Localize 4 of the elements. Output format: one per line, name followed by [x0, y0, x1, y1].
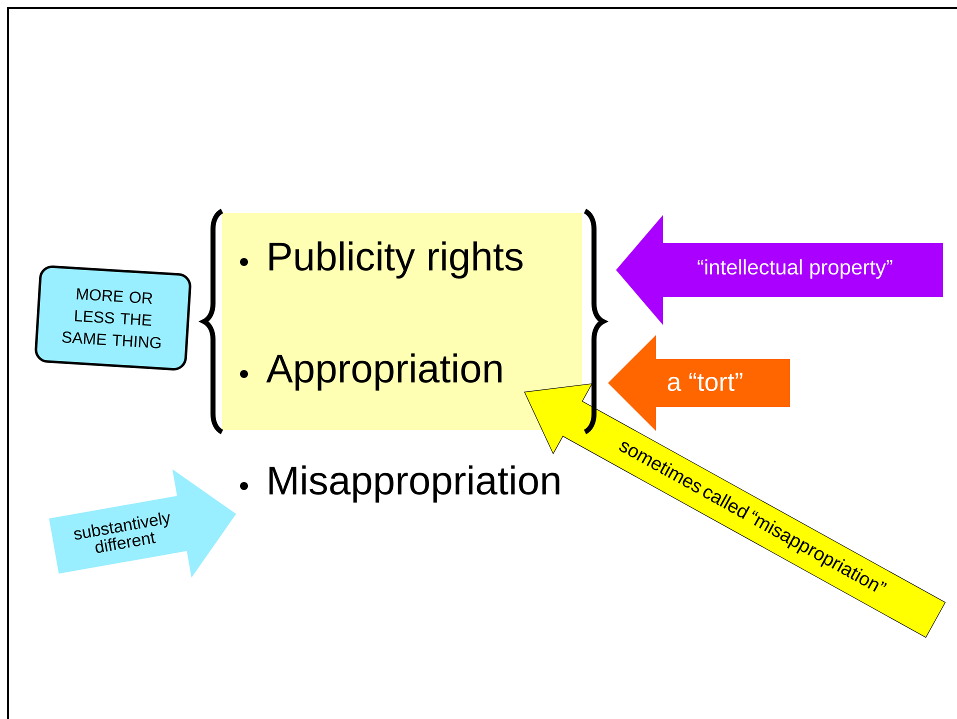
highlight-box: [222, 213, 582, 430]
callout-box: MORE OR LESS THE SAME THING: [34, 265, 192, 370]
bullet-text: Appropriation: [266, 353, 502, 391]
bullet-text: Publicity rights: [269, 241, 523, 279]
